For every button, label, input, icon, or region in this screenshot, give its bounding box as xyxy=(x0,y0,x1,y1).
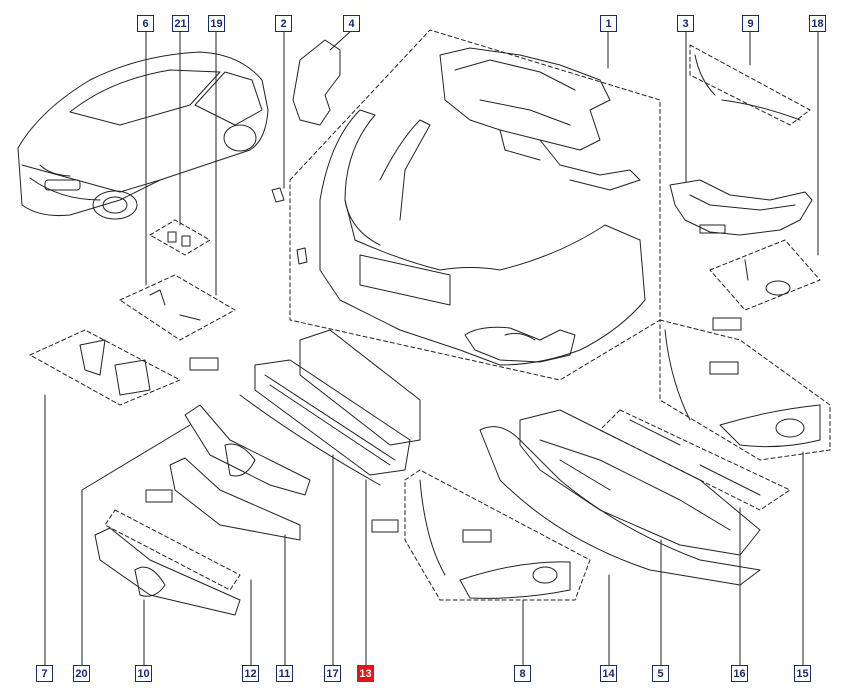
grille-trim-parts xyxy=(94,457,301,616)
leader-lines xyxy=(44,29,819,666)
bracket-part-18 xyxy=(709,239,821,331)
upper-grille-part-20 xyxy=(184,404,311,496)
callout-3[interactable]: 3 xyxy=(677,15,694,32)
callout-5[interactable]: 5 xyxy=(652,665,669,682)
clip-part-2 xyxy=(271,187,285,203)
callout-1[interactable]: 1 xyxy=(600,15,617,32)
callout-10[interactable]: 10 xyxy=(135,665,152,682)
lower-grille-part-17 xyxy=(189,329,421,533)
trim-part-9 xyxy=(689,44,811,126)
callout-20[interactable]: 20 xyxy=(73,665,90,682)
fog-bezel-part-8 xyxy=(404,469,591,601)
callout-7[interactable]: 7 xyxy=(36,665,53,682)
callout-6[interactable]: 6 xyxy=(137,15,154,32)
callout-14[interactable]: 14 xyxy=(600,665,617,682)
bracket-part-7 xyxy=(29,329,181,406)
lip-spoiler-part-14 xyxy=(479,426,761,586)
car-illustration xyxy=(17,51,269,220)
fog-light-bezel-part-15 xyxy=(659,319,831,461)
assembly-region-1 xyxy=(289,29,661,381)
bracket-part-3 xyxy=(669,179,813,236)
callout-13-highlighted[interactable]: 13 xyxy=(357,665,374,682)
callout-18[interactable]: 18 xyxy=(809,15,826,32)
callout-11[interactable]: 11 xyxy=(276,665,293,682)
callout-16[interactable]: 16 xyxy=(731,665,748,682)
upper-structure-part-1 xyxy=(439,47,641,191)
callout-8[interactable]: 8 xyxy=(514,665,531,682)
callout-12[interactable]: 12 xyxy=(242,665,259,682)
callout-17[interactable]: 17 xyxy=(324,665,341,682)
callout-21[interactable]: 21 xyxy=(172,15,189,32)
callout-2[interactable]: 2 xyxy=(275,15,292,32)
callout-15[interactable]: 15 xyxy=(794,665,811,682)
callout-19[interactable]: 19 xyxy=(208,15,225,32)
bracket-part-4 xyxy=(292,39,341,126)
clip-small xyxy=(296,247,308,265)
strip-part-16 xyxy=(599,409,791,511)
clips-part-21 xyxy=(149,219,211,256)
callout-4[interactable]: 4 xyxy=(343,15,360,32)
callout-9[interactable]: 9 xyxy=(742,15,759,32)
front-bumper-cover xyxy=(319,109,646,366)
clips-part-6 xyxy=(119,274,236,341)
